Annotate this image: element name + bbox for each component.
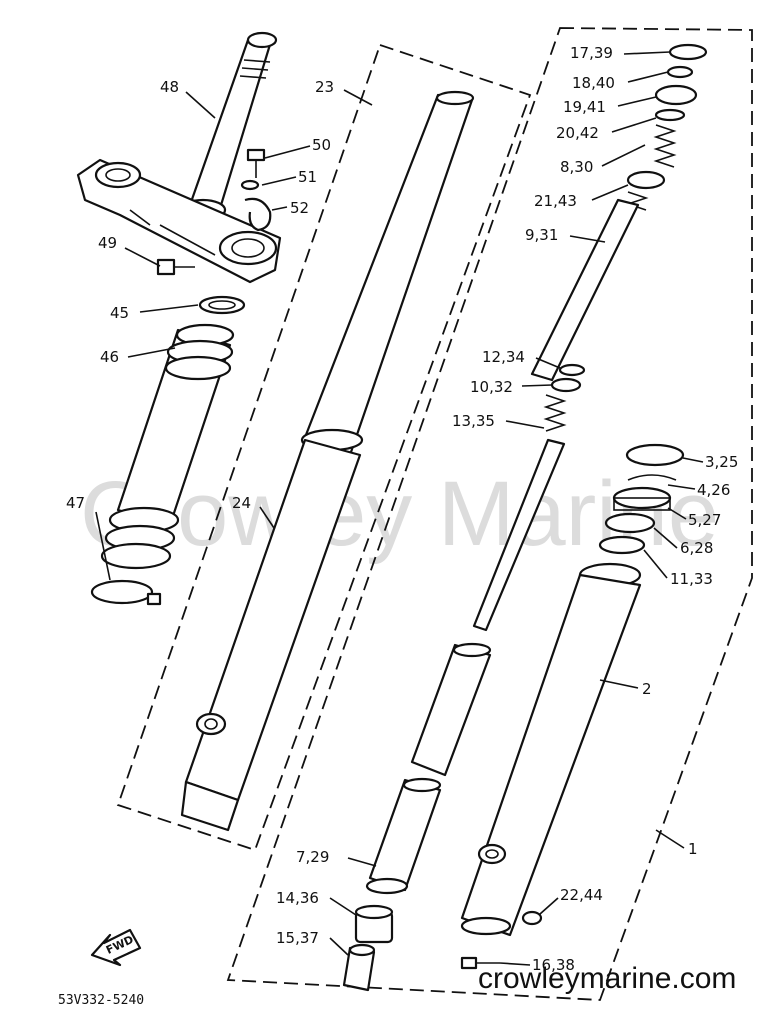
callout-49: 49: [98, 234, 117, 252]
damper-rod-9-31: [530, 198, 640, 382]
callout-8-30: 8,30: [560, 158, 593, 176]
callout-24: 24: [232, 494, 251, 512]
piston-ring-12-34: [558, 363, 586, 377]
oil-seal-4-26: [627, 474, 677, 481]
dust-seal-45: [198, 295, 246, 315]
outer-leg-2: [460, 562, 642, 937]
callout-23: 23: [315, 78, 334, 96]
outer-tube-group-boundary: [116, 43, 532, 852]
callout-18-40: 18,40: [572, 74, 615, 92]
spacer-19-41: [654, 84, 698, 106]
callout-6-28: 6,28: [680, 539, 713, 557]
callout-45: 45: [110, 304, 129, 322]
callout-5-27: 5,27: [688, 511, 721, 529]
bolt-49: [156, 258, 195, 276]
fork-boot-46: [100, 323, 235, 570]
fork-leg-group-boundary: [226, 27, 753, 1001]
callout-12-34: 12,34: [482, 348, 525, 366]
steering-stem-48: [179, 31, 278, 222]
slide-metal-6-28: [604, 512, 656, 534]
callout-2: 2: [642, 680, 652, 698]
under-bracket: [76, 158, 282, 284]
outer-tube-24: [180, 90, 475, 832]
callout-10-32: 10,32: [470, 378, 513, 396]
callout-9-31: 9,31: [525, 226, 558, 244]
callout-1: 1: [688, 840, 698, 858]
callout-3-25: 3,25: [705, 453, 738, 471]
washer-51: [240, 179, 260, 191]
bolt-50: [246, 148, 266, 178]
oil-seal-clip-3-25: [625, 443, 685, 467]
spring-seat-21-43: [625, 170, 666, 211]
piston-10-32: [550, 377, 582, 393]
callout-17-39: 17,39: [570, 44, 613, 62]
callout-11-33: 11,33: [670, 570, 713, 588]
callout-20-42: 20,42: [556, 124, 599, 142]
forward-arrow-icon: FWD: [90, 928, 142, 967]
drain-bolt-22-44: [521, 910, 543, 926]
callout-13-35: 13,35: [452, 412, 495, 430]
dust-seal-11-33: [598, 535, 646, 555]
callout-47: 47: [66, 494, 85, 512]
diagram-code: 53V332-5240: [58, 993, 144, 1008]
inner-tube-lower-piece: [410, 642, 492, 777]
washer-20-42: [654, 108, 686, 122]
website-link[interactable]: crowleymarine.com: [478, 962, 736, 995]
callout-4-26: 4,26: [697, 481, 730, 499]
callout-19-41: 19,41: [563, 98, 606, 116]
callout-22-44: 22,44: [560, 886, 603, 904]
bolt-16-38: [460, 956, 500, 970]
callout-21-43: 21,43: [534, 192, 577, 210]
washer-5-27: [612, 486, 672, 511]
callout-15-37: 15,37: [276, 929, 319, 947]
callout-46: 46: [100, 348, 119, 366]
cap-bolt-17-39: [668, 43, 708, 61]
spacer-15-37: [342, 943, 376, 992]
leader-lines: [95, 51, 704, 966]
o-ring-18-40: [666, 65, 694, 79]
callout-50: 50: [312, 136, 331, 154]
oil-lock-piece-14-36: [354, 904, 394, 944]
inner-tube-7-29: [365, 777, 442, 895]
fork-spring-8-30: [653, 124, 677, 168]
boot-clamp-47: [90, 579, 162, 606]
rebound-spring-13-35: [472, 394, 567, 632]
callout-labels: 48 50 51 52 49 45 46 47 23 24 17,39 18,4…: [66, 44, 738, 974]
callout-16-38: 16,38: [532, 956, 575, 974]
callout-7-29: 7,29: [296, 848, 329, 866]
callout-48: 48: [160, 78, 179, 96]
callout-51: 51: [298, 168, 317, 186]
clamp-52: [244, 197, 272, 232]
callout-52: 52: [290, 199, 309, 217]
callout-14-36: 14,36: [276, 889, 319, 907]
